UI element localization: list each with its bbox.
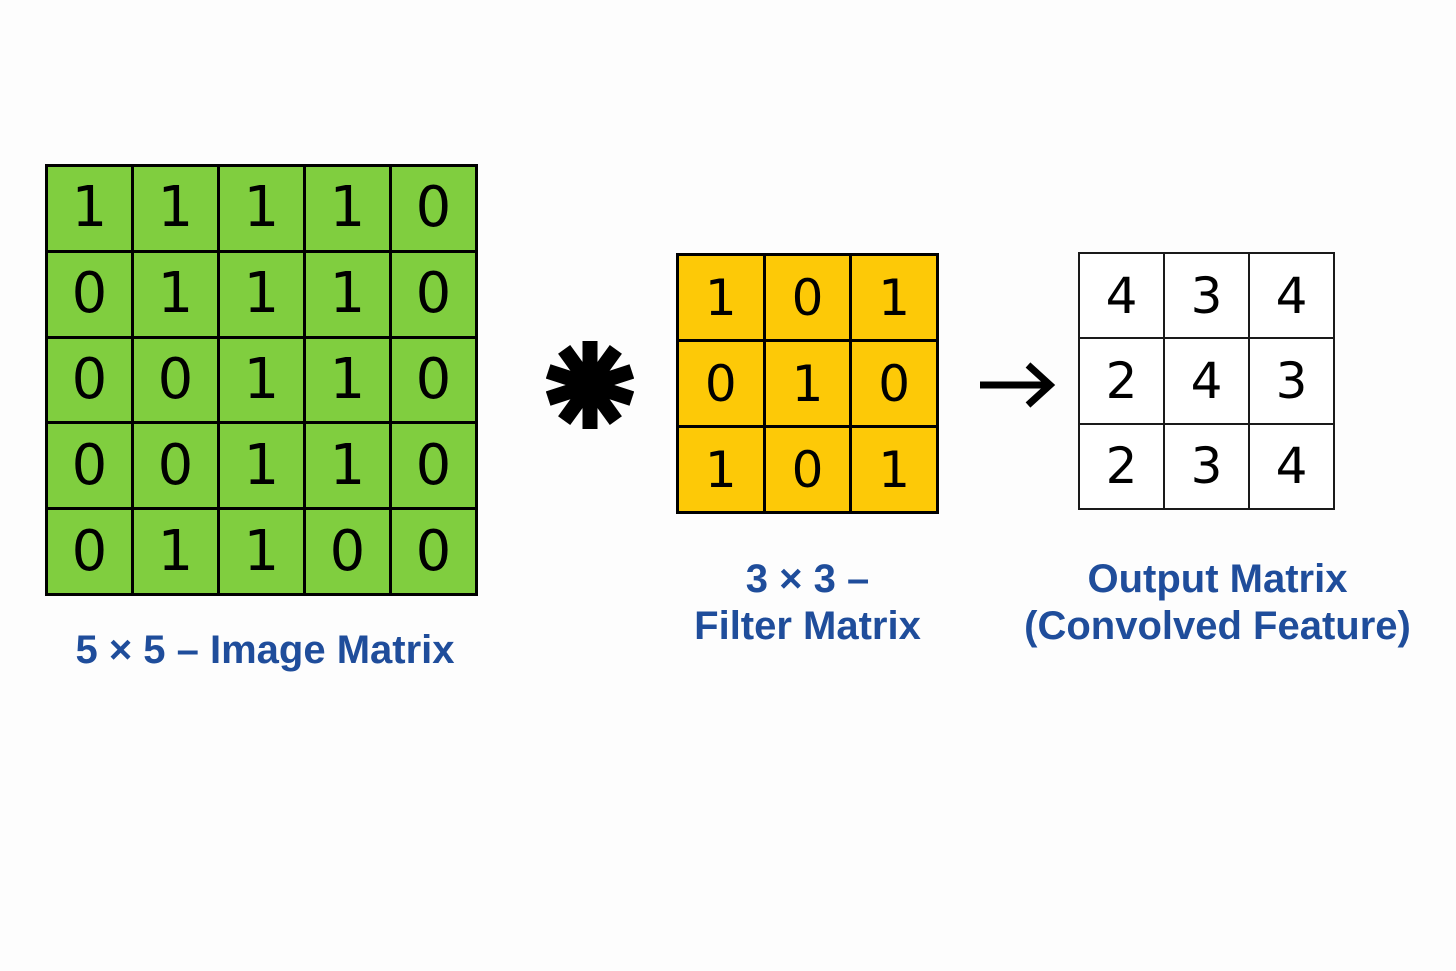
output-matrix-cell: 4 xyxy=(1165,339,1248,423)
image-matrix-cell: 0 xyxy=(48,338,131,422)
convolution-asterisk-icon xyxy=(540,330,640,440)
filter-matrix-grid: 1 0 1 0 1 0 1 0 1 xyxy=(676,253,939,514)
output-matrix-cell: 3 xyxy=(1165,424,1248,508)
image-matrix-caption-line: 5 × 5 – Image Matrix xyxy=(75,628,455,672)
image-matrix-cell: 0 xyxy=(392,338,475,422)
image-matrix-cell: 0 xyxy=(134,338,217,422)
image-matrix-cell: 0 xyxy=(392,424,475,508)
output-matrix-cell: 3 xyxy=(1165,254,1248,338)
output-matrix-grid: 4 3 4 2 4 3 2 3 4 xyxy=(1078,252,1335,510)
image-matrix-cell: 1 xyxy=(134,252,217,336)
output-matrix-caption-line: Output Matrix xyxy=(1087,557,1348,601)
image-matrix-cell: 1 xyxy=(134,510,217,593)
image-matrix-cell: 0 xyxy=(48,510,131,593)
filter-matrix-cell: 0 xyxy=(852,342,936,425)
output-matrix-caption-line: (Convolved Feature) xyxy=(1024,604,1411,649)
image-matrix-cell: 1 xyxy=(220,338,303,422)
image-matrix-cell: 1 xyxy=(48,167,131,250)
image-matrix-cell: 0 xyxy=(134,424,217,508)
output-matrix-cell: 2 xyxy=(1080,424,1163,508)
filter-matrix-caption-line: 3 × 3 – xyxy=(745,557,870,601)
image-matrix-grid: 1 1 1 1 0 0 1 1 1 0 0 0 1 1 0 0 0 1 1 0 … xyxy=(45,164,478,596)
filter-matrix-caption: 3 × 3 – Filter Matrix xyxy=(620,556,995,650)
output-matrix-caption: Output Matrix (Convolved Feature) xyxy=(985,556,1450,650)
filter-matrix-cell: 1 xyxy=(765,342,850,425)
filter-matrix-caption-line: Filter Matrix xyxy=(694,604,921,649)
filter-matrix-cell: 0 xyxy=(765,256,850,339)
image-matrix-cell: 1 xyxy=(306,424,389,508)
image-matrix-cell: 1 xyxy=(220,252,303,336)
image-matrix-cell: 1 xyxy=(134,167,217,250)
filter-matrix-cell: 1 xyxy=(679,256,763,339)
image-matrix-cell: 0 xyxy=(392,510,475,593)
output-matrix-cell: 4 xyxy=(1080,254,1163,338)
image-matrix-cell: 0 xyxy=(48,424,131,508)
filter-matrix-cell: 0 xyxy=(765,428,850,511)
image-matrix-caption: 5 × 5 – Image Matrix xyxy=(20,627,510,674)
output-matrix-cell: 3 xyxy=(1250,339,1333,423)
image-matrix-cell: 0 xyxy=(48,252,131,336)
filter-matrix-cell: 1 xyxy=(679,428,763,511)
image-matrix-cell: 1 xyxy=(306,252,389,336)
image-matrix-cell: 1 xyxy=(220,167,303,250)
output-matrix-cell: 4 xyxy=(1250,424,1333,508)
right-arrow-icon xyxy=(968,350,1068,420)
image-matrix-cell: 0 xyxy=(306,510,389,593)
filter-matrix-cell: 0 xyxy=(679,342,763,425)
image-matrix-cell: 1 xyxy=(306,167,389,250)
output-matrix-cell: 2 xyxy=(1080,339,1163,423)
image-matrix-cell: 1 xyxy=(220,424,303,508)
image-matrix-cell: 0 xyxy=(392,167,475,250)
output-matrix-cell: 4 xyxy=(1250,254,1333,338)
image-matrix-cell: 1 xyxy=(220,510,303,593)
filter-matrix-cell: 1 xyxy=(852,256,936,339)
filter-matrix-cell: 1 xyxy=(852,428,936,511)
image-matrix-cell: 0 xyxy=(392,252,475,336)
image-matrix-cell: 1 xyxy=(306,338,389,422)
